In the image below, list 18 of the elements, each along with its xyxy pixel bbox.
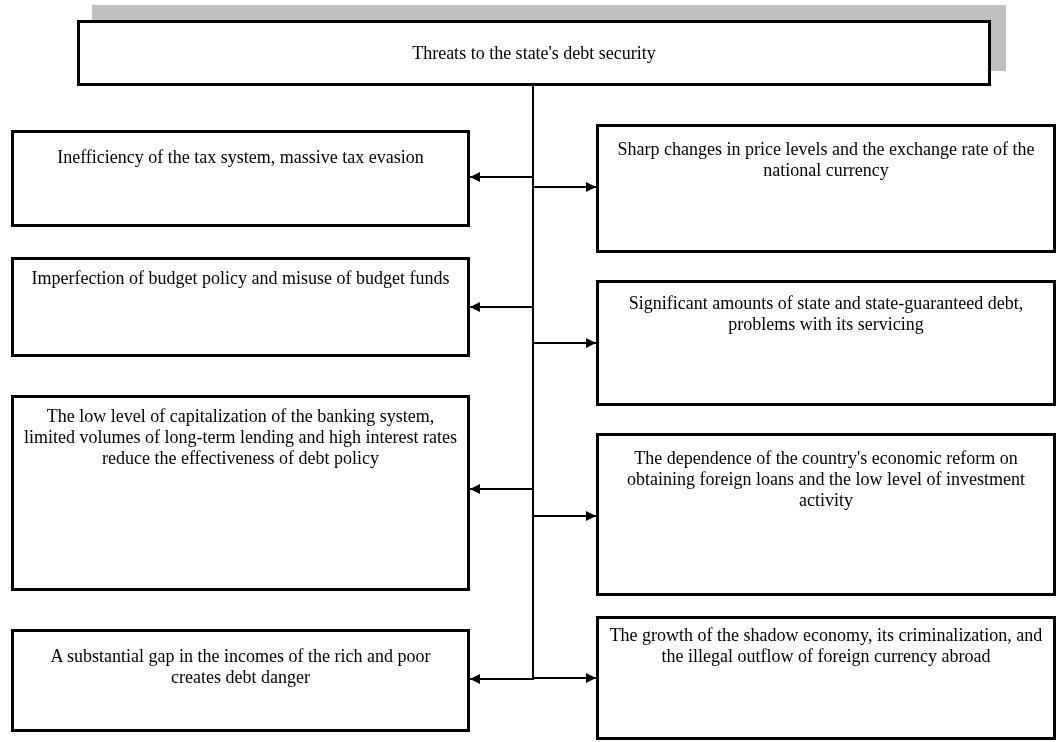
heading-text: Threats to the state's debt security [412, 43, 656, 64]
threat-text: Significant amounts of state and state-guaranteed debt, problems with its servicing [627, 293, 1025, 335]
threat-text: The dependence of the country's economic reform on obtaining foreign loans and the low level of investment activity [626, 448, 1026, 511]
threat-box [11, 257, 470, 357]
threat-text: Sharp changes in price levels and the exchange rate of the national currency [616, 139, 1036, 181]
threat-text: Inefficiency of the tax system, massive tax evasion [57, 147, 424, 168]
threat-text: A substantial gap in the incomes of the rich and poor creates debt danger [49, 646, 432, 688]
threat-box [596, 616, 1056, 740]
threat-text: The low level of capitalization of the banking system, limited volumes of long-term lending and high interest rates reduce the effectiveness of debt policy [24, 406, 457, 469]
threat-text: Imperfection of budget policy and misuse of budget funds [31, 268, 450, 289]
threat-box [596, 280, 1056, 406]
threat-box [11, 130, 470, 227]
title-box [77, 20, 991, 86]
threat-box [596, 124, 1056, 253]
threat-box [11, 629, 470, 732]
threat-box [596, 433, 1056, 596]
threat-text: The growth of the shadow economy, its criminalization, and the illegal outflow of foreign currency abroad [609, 625, 1043, 667]
threat-box [11, 395, 470, 591]
